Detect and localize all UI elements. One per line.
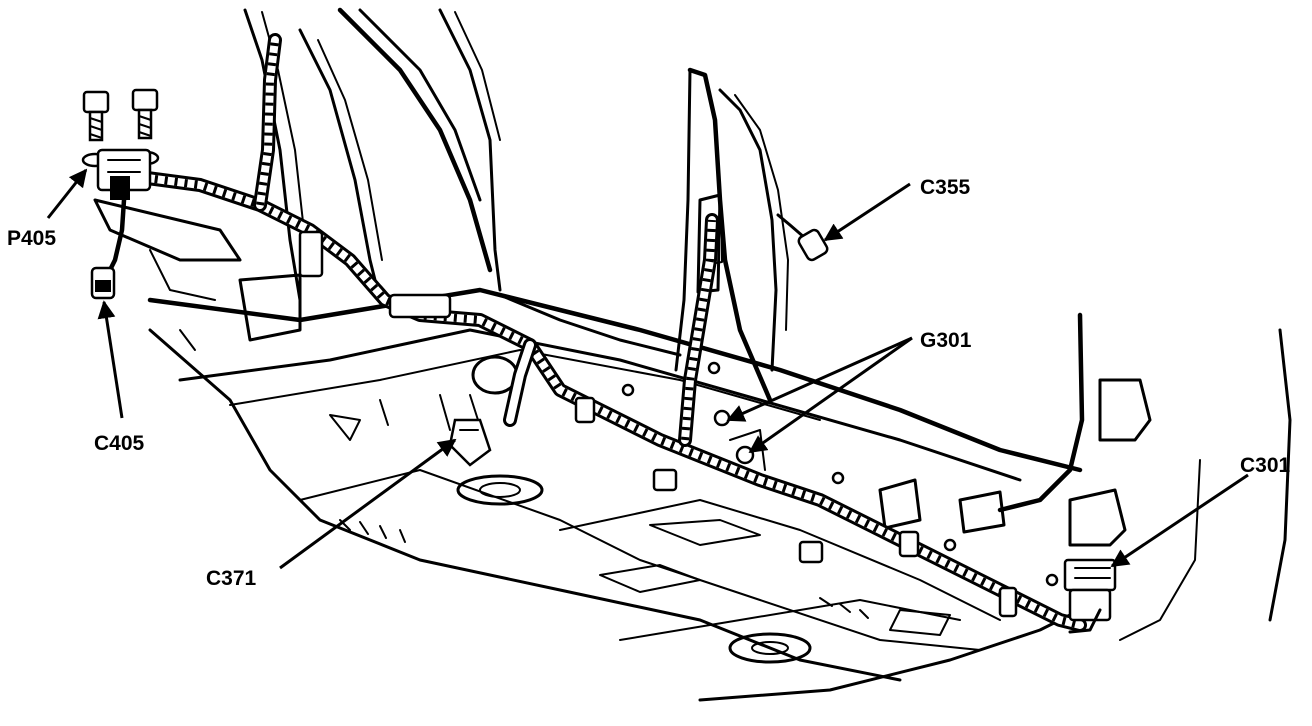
p405-connector <box>81 148 160 200</box>
bolt-right-icon <box>131 88 159 140</box>
label-g301: G301 <box>920 329 972 352</box>
label-c301: C301 <box>1240 454 1291 477</box>
label-p405: P405 <box>7 227 56 250</box>
harness-clips <box>298 230 1059 618</box>
vehicle-body <box>93 7 1292 702</box>
label-c405: C405 <box>94 432 145 455</box>
label-c371: C371 <box>206 567 257 590</box>
c405-connector <box>90 266 116 300</box>
c301-connector <box>1063 558 1117 634</box>
leader-lines <box>46 168 1249 570</box>
callout-labels: P405 C405 C371 C355 G301 C301 <box>7 176 1291 590</box>
components <box>81 88 1117 634</box>
label-c355: C355 <box>920 176 971 199</box>
bolt-left-icon <box>82 90 110 142</box>
c355-connector <box>776 213 829 262</box>
g301-ground <box>713 409 766 471</box>
c371-connector <box>448 418 492 467</box>
